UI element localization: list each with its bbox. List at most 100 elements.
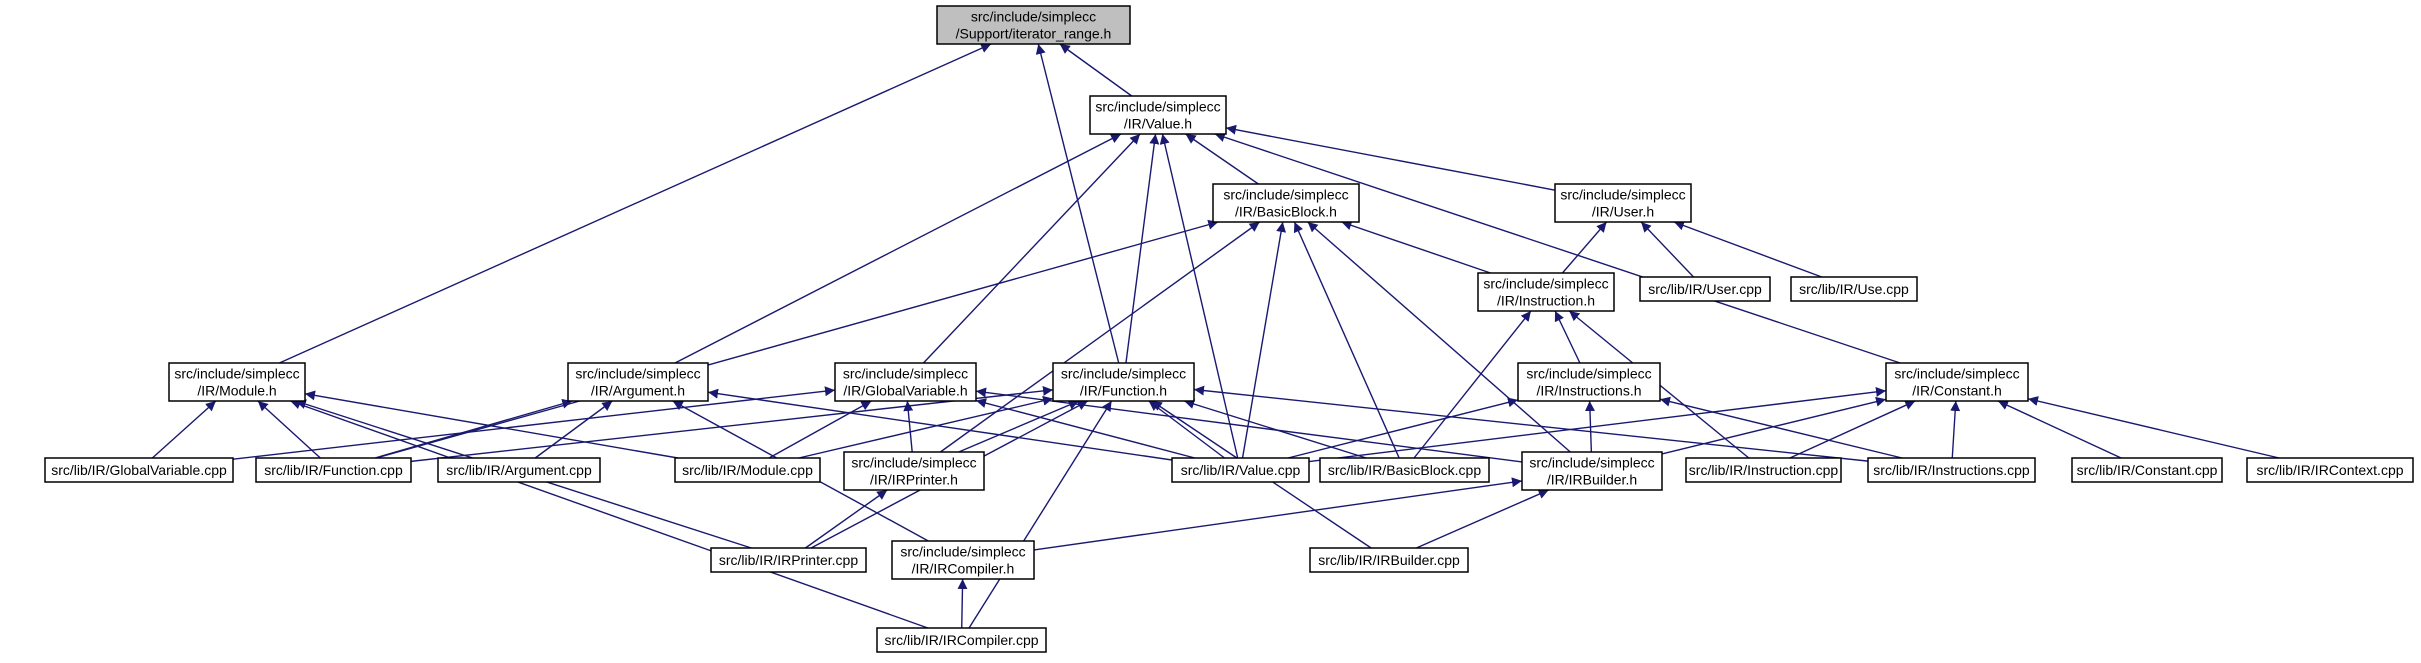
node-label-line: src/include/simplecc: [1560, 187, 1685, 203]
node-label-line: /IR/Constant.h: [1912, 383, 2002, 399]
node-label-line: src/lib/IR/Instruction.cpp: [1689, 462, 1839, 478]
node-label-line: /IR/IRPrinter.h: [870, 472, 958, 488]
edge-irbuilder_h-to-constant_h: [1661, 396, 1887, 455]
node-ircompiler-h[interactable]: src/include/simplecc/IR/IRCompiler.h: [891, 540, 1035, 580]
dependency-edges: [151, 43, 2280, 629]
edge-module_h-to-iterator_range: [279, 43, 992, 364]
node-label-line: src/include/simplecc: [851, 455, 976, 471]
file-nodes: src/include/simplecc/Support/iterator_ra…: [44, 5, 2414, 653]
node-irbuilder-h[interactable]: src/include/simplecc/IR/IRBuilder.h: [1521, 451, 1663, 491]
node-label-line: src/lib/IR/IRCompiler.cpp: [884, 632, 1038, 648]
node-module-cpp[interactable]: src/lib/IR/Module.cpp: [674, 457, 821, 483]
node-label-line: src/lib/IR/Function.cpp: [264, 462, 403, 478]
node-label-line: /IR/Argument.h: [591, 383, 685, 399]
node-box: [891, 540, 1035, 580]
node-instruction-cpp[interactable]: src/lib/IR/Instruction.cpp: [1685, 457, 1842, 483]
node-user-h[interactable]: src/include/simplecc/IR/User.h: [1554, 183, 1692, 223]
node-box: [1554, 183, 1692, 223]
edge-argument_cpp-to-argument_h: [534, 400, 613, 459]
node-value-h[interactable]: src/include/simplecc/IR/Value.h: [1089, 95, 1227, 135]
edge-module_cpp-to-module_h: [304, 390, 679, 459]
node-label-line: src/include/simplecc: [1894, 366, 2019, 382]
edge-value_cpp-to-globalvariable_h: [975, 398, 1195, 459]
node-label-line: src/include/simplecc: [843, 366, 968, 382]
node-label-line: src/lib/IR/IRBuilder.cpp: [1318, 552, 1460, 568]
edge-value_cpp-to-instructions_h: [1287, 397, 1519, 459]
node-label-line: src/lib/IR/BasicBlock.cpp: [1328, 462, 1481, 478]
node-box: [168, 362, 306, 402]
edge-value_cpp-to-basicblock_h: [1241, 221, 1287, 459]
node-function-cpp[interactable]: src/lib/IR/Function.cpp: [255, 457, 412, 483]
edge-ircontext_cpp-to-constant_h: [2027, 396, 2280, 459]
node-basicblock-cpp[interactable]: src/lib/IR/BasicBlock.cpp: [1319, 457, 1490, 483]
edge-value_h-to-iterator_range: [1059, 43, 1133, 97]
edge-irprinter_h-to-globalvariable_h: [903, 400, 914, 453]
node-label-line: /IR/Instructions.h: [1536, 383, 1641, 399]
node-label-line: src/include/simplecc: [971, 9, 1096, 25]
node-user-cpp[interactable]: src/lib/IR/User.cpp: [1639, 276, 1771, 302]
node-box: [1639, 276, 1771, 302]
edge-use_cpp-to-user_h: [1673, 220, 1823, 278]
edge-basicblock_h-to-value_h: [1185, 133, 1259, 185]
node-label-line: src/include/simplecc: [1061, 366, 1186, 382]
node-box: [834, 362, 977, 402]
node-label-line: /IR/Function.h: [1080, 383, 1167, 399]
node-box: [2246, 457, 2414, 483]
node-label-line: /Support/iterator_range.h: [956, 26, 1112, 42]
node-box: [1319, 457, 1490, 483]
node-ircompiler-cpp[interactable]: src/lib/IR/IRCompiler.cpp: [876, 627, 1047, 653]
node-label-line: /IR/Instruction.h: [1497, 293, 1595, 309]
node-label-line: src/lib/IR/IRPrinter.cpp: [719, 552, 858, 568]
edge-ircompiler_cpp-to-module_h: [290, 399, 929, 629]
node-globalvariable-h[interactable]: src/include/simplecc/IR/GlobalVariable.h: [834, 362, 977, 402]
node-iterator-range[interactable]: src/include/simplecc/Support/iterator_ra…: [936, 5, 1131, 45]
edge-irprinter_h-to-basicblock_h: [939, 221, 1261, 453]
node-irprinter-h[interactable]: src/include/simplecc/IR/IRPrinter.h: [843, 451, 985, 491]
edge-value_cpp-to-argument_h: [707, 388, 1173, 461]
edge-instruction_h-to-basicblock_h: [1341, 220, 1491, 274]
edge-function_cpp-to-basicblock_h: [376, 219, 1219, 459]
node-argument-h[interactable]: src/include/simplecc/IR/Argument.h: [567, 362, 709, 402]
node-box: [1309, 547, 1469, 573]
edge-basicblock_cpp-to-function_h: [1183, 399, 1367, 459]
node-box: [1685, 457, 1842, 483]
node-label-line: src/lib/IR/Value.cpp: [1181, 462, 1301, 478]
edge-function_cpp-to-argument_h: [374, 398, 573, 459]
edge-instructions_cpp-to-instructions_h: [1659, 396, 1903, 459]
node-module-h[interactable]: src/include/simplecc/IR/Module.h: [168, 362, 306, 402]
edge-user_h-to-value_h: [1225, 124, 1556, 191]
node-irbuilder-cpp[interactable]: src/lib/IR/IRBuilder.cpp: [1309, 547, 1469, 573]
node-box: [44, 457, 234, 483]
edge-instruction_h-to-user_h: [1561, 221, 1608, 274]
node-constant-h[interactable]: src/include/simplecc/IR/Constant.h: [1885, 362, 2029, 402]
node-irprinter-cpp[interactable]: src/lib/IR/IRPrinter.cpp: [710, 547, 867, 573]
node-label-line: /IR/GlobalVariable.h: [843, 383, 967, 399]
edge-constant_cpp-to-constant_h: [1997, 400, 2122, 459]
node-constant-cpp[interactable]: src/lib/IR/Constant.cpp: [2071, 457, 2223, 483]
node-basicblock-h[interactable]: src/include/simplecc/IR/BasicBlock.h: [1212, 183, 1360, 223]
node-box: [2071, 457, 2223, 483]
node-function-h[interactable]: src/include/simplecc/IR/Function.h: [1052, 362, 1195, 402]
edge-instructions_h-to-instruction_h: [1554, 310, 1581, 364]
node-label-line: src/lib/IR/Instructions.cpp: [1873, 462, 2030, 478]
edge-function_cpp-to-function_h: [410, 385, 1054, 463]
node-label-line: src/include/simplecc: [575, 366, 700, 382]
node-instructions-cpp[interactable]: src/lib/IR/Instructions.cpp: [1867, 457, 2036, 483]
node-label-line: src/lib/IR/IRContext.cpp: [2256, 462, 2403, 478]
edge-globalvariable_h-to-value_h: [922, 133, 1141, 364]
node-ircontext-cpp[interactable]: src/lib/IR/IRContext.cpp: [2246, 457, 2414, 483]
node-argument-cpp[interactable]: src/lib/IR/Argument.cpp: [437, 457, 601, 483]
node-value-cpp[interactable]: src/lib/IR/Value.cpp: [1171, 457, 1310, 483]
node-instruction-h[interactable]: src/include/simplecc/IR/Instruction.h: [1477, 272, 1615, 312]
edge-function_h-to-iterator_range: [1035, 43, 1120, 364]
node-globalvariable-cpp[interactable]: src/lib/IR/GlobalVariable.cpp: [44, 457, 234, 483]
node-label-line: src/include/simplecc: [1223, 187, 1348, 203]
node-instructions-h[interactable]: src/include/simplecc/IR/Instructions.h: [1517, 362, 1661, 402]
node-box: [567, 362, 709, 402]
node-box: [1790, 276, 1918, 302]
node-label-line: src/include/simplecc: [1095, 99, 1220, 115]
node-label-line: /IR/IRBuilder.h: [1547, 472, 1637, 488]
edge-irprinter_cpp-to-irprinter_h: [805, 489, 888, 549]
node-box: [1171, 457, 1310, 483]
node-use-cpp[interactable]: src/lib/IR/Use.cpp: [1790, 276, 1918, 302]
